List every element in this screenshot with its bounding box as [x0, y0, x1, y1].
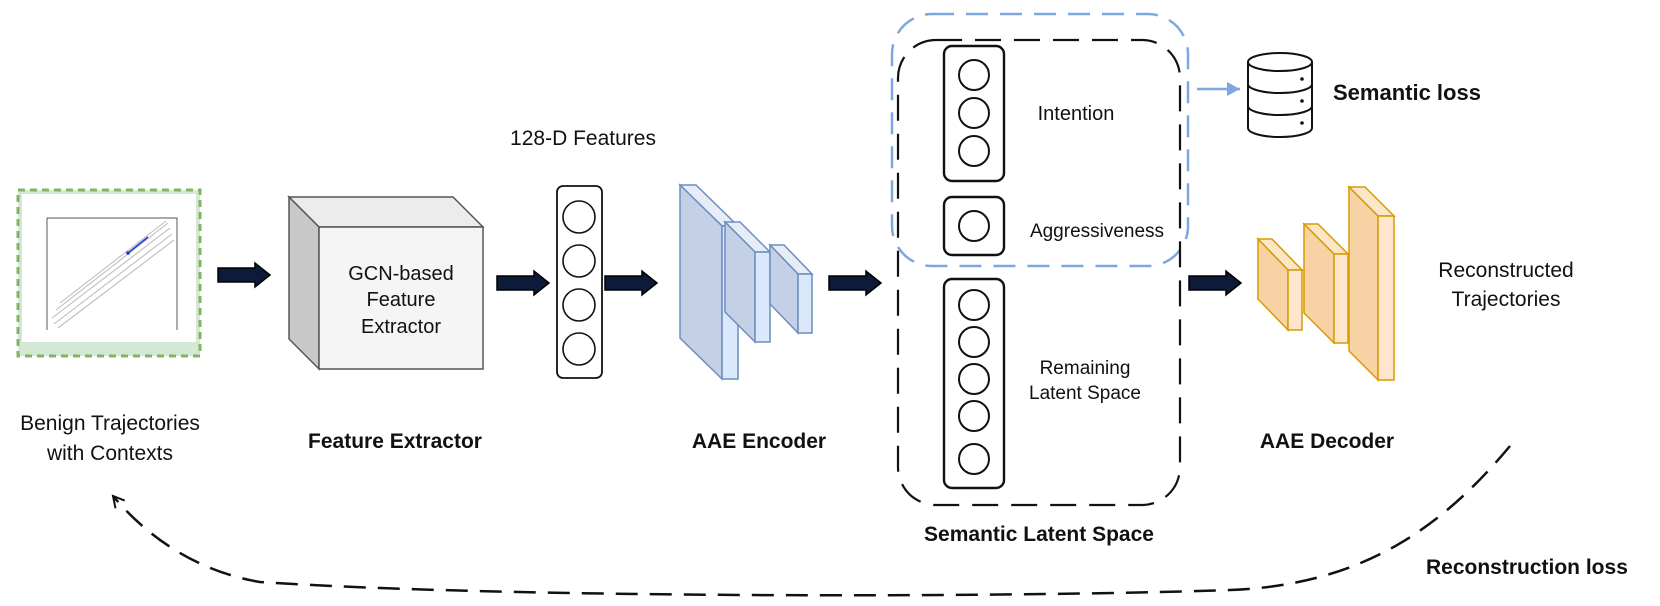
database-icon [1247, 52, 1313, 138]
flow-arrow-4 [828, 269, 883, 297]
intention-node [958, 135, 990, 167]
aggressiveness-node [958, 210, 990, 242]
remaining-node [958, 326, 990, 358]
remaining-node [958, 363, 990, 395]
input-caption-line1: Benign Trajectories [20, 412, 200, 435]
semantic-loss-label: Semantic loss [1333, 80, 1481, 105]
remaining-node [958, 400, 990, 432]
aggressiveness-vector [942, 195, 1006, 257]
remaining-node [958, 443, 990, 475]
aggressiveness-label: Aggressiveness [1030, 221, 1164, 242]
remaining-label-line1: Remaining [1040, 358, 1131, 379]
semantic-group-outline [890, 12, 1190, 268]
feature-vector [556, 185, 603, 379]
input-caption-line2: with Contexts [46, 442, 173, 465]
feature-node [562, 288, 596, 322]
feature-node [562, 332, 596, 366]
extractor-box-line2: Feature [367, 289, 436, 311]
aae-decoder [1256, 185, 1396, 382]
extractor-box-line1: GCN-based [348, 263, 454, 285]
feature-node [562, 200, 596, 234]
aae-encoder [678, 183, 814, 381]
output-caption-line1: Reconstructed [1438, 259, 1573, 282]
intention-vector [942, 44, 1006, 183]
remaining-latent-vector [942, 277, 1006, 490]
remaining-node [958, 289, 990, 321]
latent-space-outline [896, 38, 1182, 507]
flow-arrow-5 [1188, 269, 1243, 297]
flow-arrow-3 [604, 269, 659, 297]
feature-extractor-cube [287, 195, 485, 371]
output-caption-line2: Trajectories [1452, 288, 1561, 311]
remaining-label-line2: Latent Space [1029, 383, 1141, 404]
extractor-box-line3: Extractor [361, 316, 441, 338]
intention-node [958, 59, 990, 91]
decoder-caption: AAE Decoder [1260, 430, 1394, 453]
features-label: 128-D Features [510, 127, 656, 150]
feature-node [562, 244, 596, 278]
intention-label: Intention [1038, 103, 1115, 125]
encoder-caption: AAE Encoder [692, 430, 826, 453]
intention-node [958, 97, 990, 129]
reconstruction-loss-label: Reconstruction loss [1426, 556, 1628, 579]
ego-trajectory [127, 236, 149, 254]
flow-arrow-1 [217, 261, 272, 289]
flow-arrow-2 [496, 269, 551, 297]
reconstruction-loss-arrow [113, 445, 1511, 597]
input-trajectory-panel [16, 188, 202, 358]
latent-caption: Semantic Latent Space [924, 523, 1154, 546]
extractor-caption: Feature Extractor [308, 430, 482, 453]
